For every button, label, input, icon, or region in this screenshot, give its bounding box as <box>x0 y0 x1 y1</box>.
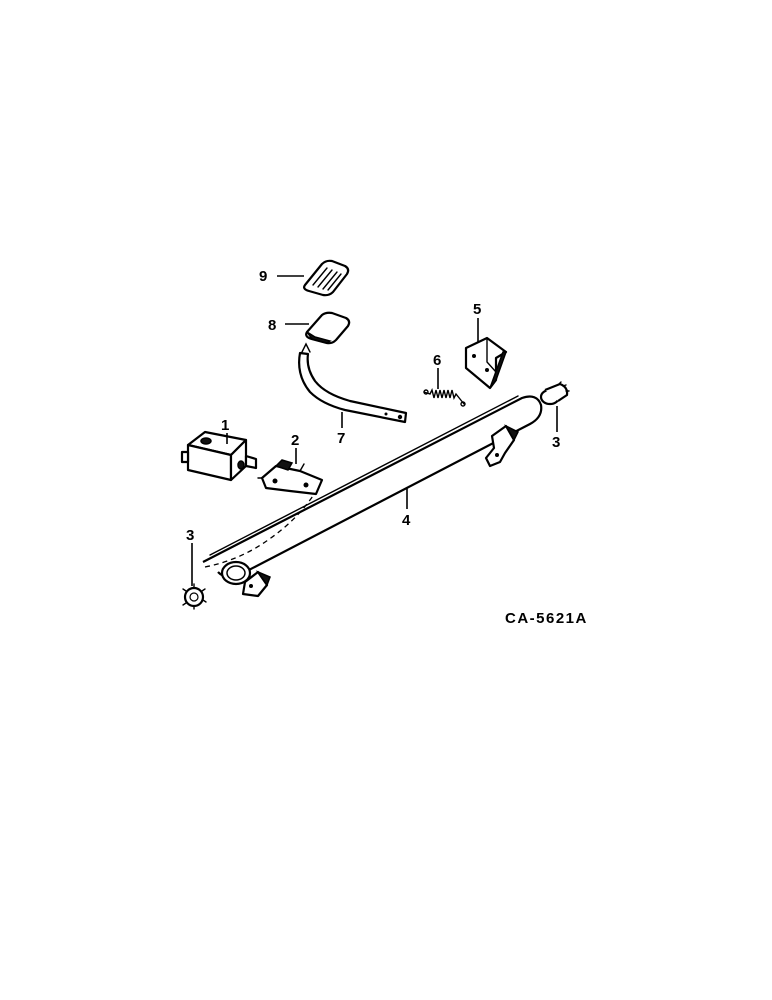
callout-1: 1 <box>221 417 229 434</box>
callout-9: 9 <box>259 268 267 285</box>
part-1-switch-block <box>180 430 258 482</box>
callout-5: 5 <box>473 301 481 318</box>
callout-6: 6 <box>433 352 441 369</box>
callout-8: 8 <box>268 317 276 334</box>
leader-lines <box>191 275 558 586</box>
part-6-spring <box>423 387 466 407</box>
callout-2: 2 <box>291 432 299 449</box>
part-3-bushing-left <box>182 583 207 610</box>
callout-4: 4 <box>402 512 411 529</box>
figure-id: CA-5621A <box>505 610 588 627</box>
part-4-shaft <box>202 395 543 598</box>
part-2-coupler <box>257 459 324 496</box>
callout-3-left: 3 <box>186 527 194 544</box>
part-5-bracket <box>464 336 508 390</box>
part-3-bushing-right <box>539 381 570 406</box>
part-8-pedal-plate <box>305 311 351 345</box>
callout-7: 7 <box>337 430 345 447</box>
part-9-pedal-pad <box>303 259 350 297</box>
callout-3-right: 3 <box>552 434 560 451</box>
part-7-pedal-arm <box>298 342 408 424</box>
